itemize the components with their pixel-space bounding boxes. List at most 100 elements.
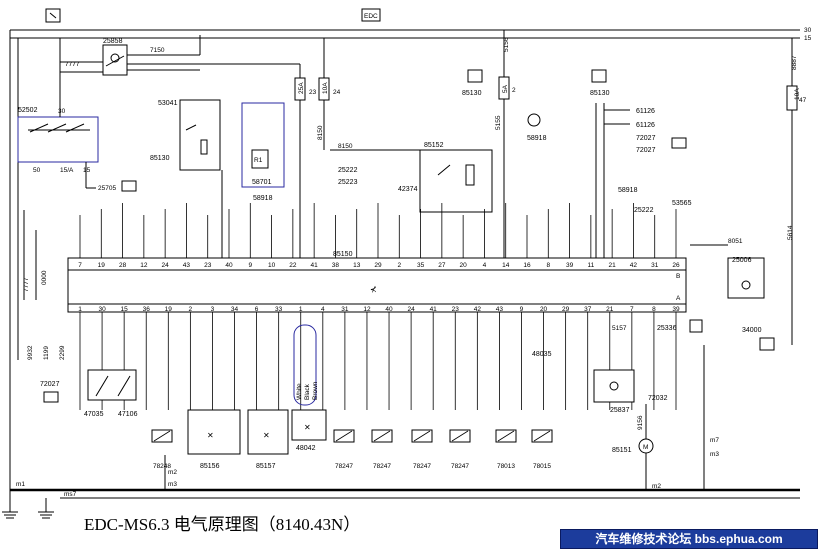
connector-48042-box bbox=[291, 409, 327, 441]
ecu-bottom-pin: 1 bbox=[78, 306, 82, 313]
forum-brand-banner[interactable]: 汽车维修技术论坛 bbs.ephua.com bbox=[560, 529, 818, 549]
motor-85151-label: 85151 bbox=[612, 447, 632, 454]
fuse-2-number: 2 bbox=[512, 87, 516, 94]
module-85152-label: 85152 bbox=[424, 142, 444, 149]
sensor-25705-label: 25705 bbox=[98, 185, 116, 192]
valve-coil bbox=[413, 430, 431, 442]
valve-label: 78247 bbox=[373, 463, 391, 470]
ecu-top-pin: 9 bbox=[248, 262, 252, 269]
svg-text:✕: ✕ bbox=[207, 431, 214, 440]
ecu-bottom-pin: 19 bbox=[165, 306, 173, 313]
ecu-bottom-pin: 9 bbox=[520, 306, 524, 313]
ecu-top-pin: 4 bbox=[483, 262, 487, 269]
ground-m1: m1 bbox=[16, 481, 25, 488]
ecu-top-pin: 11 bbox=[587, 262, 594, 269]
wire-7777-a: 7777 bbox=[65, 61, 80, 68]
wire-7740: 5157 bbox=[612, 325, 627, 332]
valve-label: 78248 bbox=[153, 463, 171, 470]
main-relay-label: 25858 bbox=[103, 38, 123, 45]
ecu-bottom-pin: 21 bbox=[606, 306, 614, 313]
wire-8150-fuse: 8150 bbox=[317, 125, 324, 140]
ecu-top-pin: 38 bbox=[332, 262, 340, 269]
wire-8887-right: 8887 bbox=[791, 55, 798, 70]
sensor-25222-label: 25222 bbox=[338, 167, 358, 174]
ecu-top-pin: 8 bbox=[546, 262, 550, 269]
fuse-25a-label: 25A bbox=[298, 82, 305, 94]
svg-text:✕: ✕ bbox=[304, 423, 311, 432]
ground-m3-b: m3 bbox=[710, 451, 719, 458]
relay-53041-label: 53041 bbox=[158, 100, 178, 107]
ecu-bottom-pin: 37 bbox=[584, 306, 592, 313]
sensor-72027-a: 72027 bbox=[636, 135, 656, 142]
relay-25837-label: 25837 bbox=[610, 407, 630, 414]
sensor-icon-b bbox=[591, 69, 607, 83]
ignition-switch-box bbox=[17, 116, 99, 163]
ecu-bottom-pin: 36 bbox=[143, 306, 151, 313]
relay-25006-label: 25006 bbox=[732, 257, 752, 264]
ecu-top-pin: 39 bbox=[566, 262, 574, 269]
sensor-85130-left-label: 85130 bbox=[150, 155, 170, 162]
ecu-bottom-pin: 2 bbox=[189, 306, 193, 313]
ecu-bottom-pin: 1 bbox=[299, 306, 303, 313]
valve-coil bbox=[497, 430, 515, 442]
edc-label: EDC bbox=[364, 13, 378, 20]
ecu-top-pin: 31 bbox=[651, 262, 659, 269]
fuse-47-number: 47 bbox=[799, 97, 807, 104]
ecu-bottom-pin: 23 bbox=[452, 306, 460, 313]
ecu-body bbox=[67, 269, 687, 305]
injector-85156-box bbox=[187, 409, 241, 455]
module-58701-box bbox=[241, 102, 285, 188]
ignition-switch-label: 52502 bbox=[18, 107, 38, 114]
ecu-top-pin: 22 bbox=[289, 262, 297, 269]
ecu-bottom-pin: 42 bbox=[474, 306, 482, 313]
ecu-bottom-pin: 6 bbox=[255, 306, 259, 313]
ecu-bottom-pin: 12 bbox=[363, 306, 371, 313]
relay-25006-box bbox=[727, 257, 765, 299]
valve-label: 78247 bbox=[451, 463, 469, 470]
ecu-top-pin: 29 bbox=[374, 262, 382, 269]
sensor-72032-label: 72032 bbox=[648, 395, 668, 402]
ignition-pin-15a: 15/A bbox=[60, 167, 74, 174]
valve-label: 78247 bbox=[413, 463, 431, 470]
wire-color-black: Black bbox=[304, 383, 311, 400]
svg-text:A: A bbox=[676, 295, 681, 302]
ignition-pin-30: 30 bbox=[58, 108, 66, 115]
svg-text:R1: R1 bbox=[254, 157, 263, 164]
wire-1199: 1199 bbox=[43, 346, 50, 360]
main-relay-box bbox=[102, 44, 128, 76]
ecu-bottom-pin: 43 bbox=[496, 306, 504, 313]
ecu-top-pin: 20 bbox=[460, 262, 468, 269]
sensor-48035-label: 48035 bbox=[532, 351, 552, 358]
ecu-top-pin: 24 bbox=[162, 262, 170, 269]
ecu-top-pin: 23 bbox=[204, 262, 212, 269]
ecu-top-pin: 35 bbox=[417, 262, 425, 269]
sensors-bottom-box bbox=[87, 369, 137, 401]
module-85152-box bbox=[419, 149, 493, 213]
heater-icon bbox=[121, 180, 137, 192]
relay-25837-box bbox=[593, 369, 635, 403]
ecu-bottom-pin: 20 bbox=[540, 306, 548, 313]
rail-30-label: 30 bbox=[804, 27, 812, 34]
ecu-bottom-pin: 41 bbox=[430, 306, 438, 313]
gauge-icon bbox=[527, 113, 541, 127]
ecu-bottom-pin: 8 bbox=[652, 306, 656, 313]
relay-53041-box bbox=[179, 99, 221, 171]
sensor-25223-label: 25223 bbox=[338, 179, 358, 186]
sensor-25222-right: 25222 bbox=[634, 207, 654, 214]
ecu-label: 85150 bbox=[333, 251, 353, 258]
ecu-bottom-pin: 29 bbox=[562, 306, 570, 313]
ecu-top-pin: 43 bbox=[183, 262, 191, 269]
ground-m2-b: m2 bbox=[652, 483, 661, 490]
wire-8890: 5156 bbox=[503, 37, 510, 52]
valve-coil bbox=[153, 430, 171, 442]
ecu-top-pin: 26 bbox=[672, 262, 680, 269]
ecu-bottom-pin: 33 bbox=[275, 306, 283, 313]
wire-color-white: White bbox=[296, 383, 303, 400]
sensor-58918-b-label: 58918 bbox=[527, 135, 547, 142]
wire-9932: 9932 bbox=[27, 345, 34, 360]
wire-8087: 5614 bbox=[787, 225, 794, 240]
ground-m2-a: m2 bbox=[168, 469, 177, 476]
